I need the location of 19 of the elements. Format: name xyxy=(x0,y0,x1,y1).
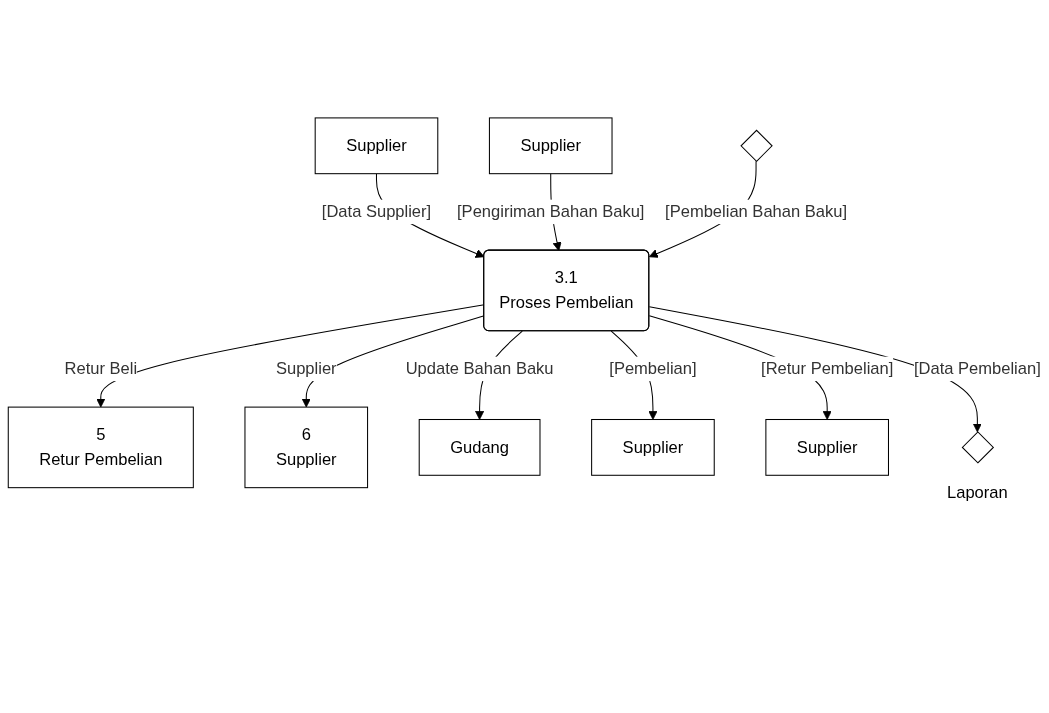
edge-label: [Pengiriman Bahan Baku] xyxy=(457,202,645,221)
node-box: Gudang xyxy=(418,419,541,476)
edge-label: Retur Beli xyxy=(64,359,138,378)
edge-label: [Retur Pembelian] xyxy=(761,359,894,378)
node-box: 6 Supplier xyxy=(244,406,369,489)
edge-label: Supplier xyxy=(275,359,337,378)
edge-label: [Pembelian Bahan Baku] xyxy=(665,202,847,221)
node-box: Supplier xyxy=(765,419,889,476)
node-box: Supplier xyxy=(488,117,613,175)
node-box: Supplier xyxy=(591,419,715,476)
edge-label: [Data Pembelian] xyxy=(913,359,1041,378)
node-diamond xyxy=(961,431,995,464)
node-diamond xyxy=(740,129,773,162)
edge-label: [Pembelian] xyxy=(609,359,697,378)
node-label: Laporan xyxy=(947,483,1008,502)
node-box: Supplier xyxy=(314,117,439,175)
edge-label: [Data Supplier] xyxy=(321,202,432,221)
node-box: 5 Retur Pembelian xyxy=(7,406,194,489)
edge-label: Update Bahan Baku xyxy=(405,359,554,378)
